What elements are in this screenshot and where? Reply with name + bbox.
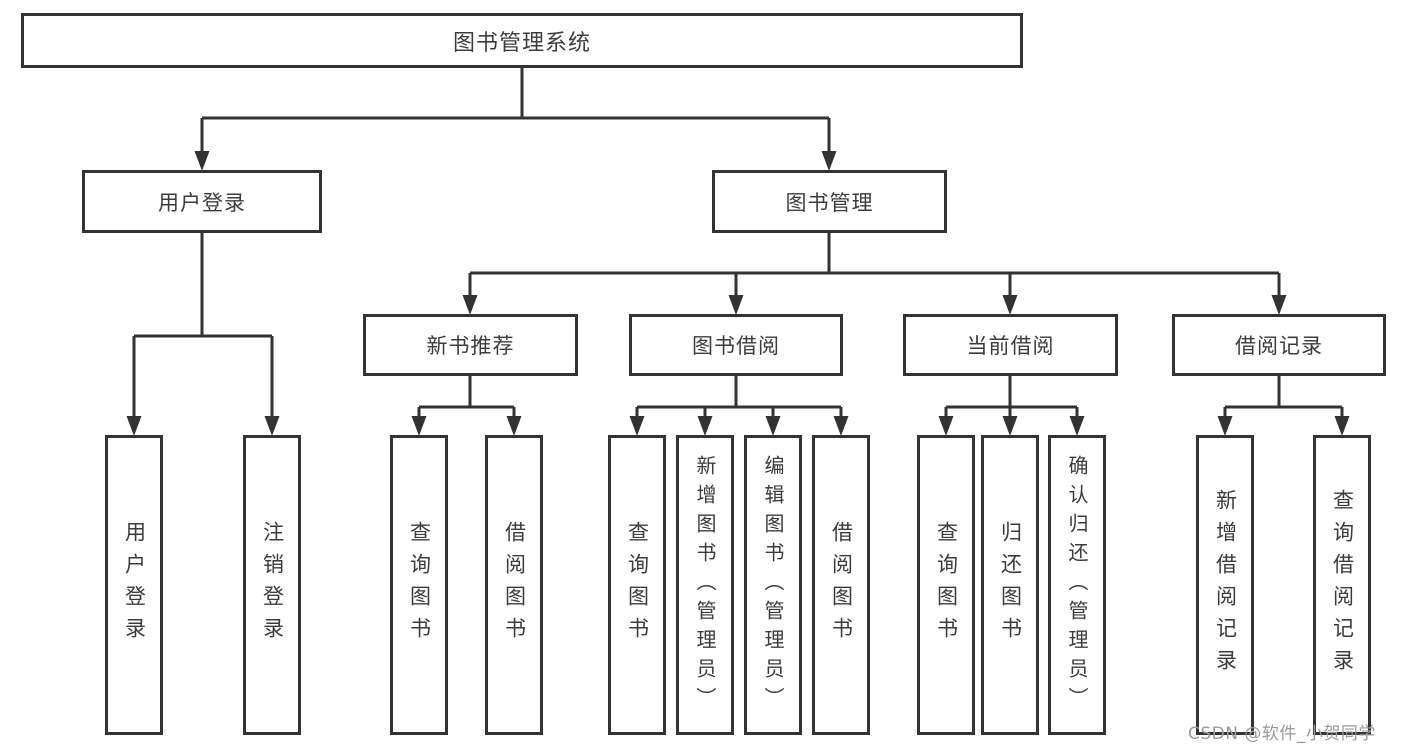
leaf-edit-books-admin: 编辑图书（管理员） <box>744 435 802 735</box>
node-current-borrowing: 当前借阅 <box>903 314 1118 376</box>
node-label: 用户登录 <box>158 190 246 215</box>
node-user-login: 用户登录 <box>82 170 322 233</box>
leaf-return-books: 归还图书 <box>981 435 1039 735</box>
leaf-label: 确认归还（管理员） <box>1065 454 1089 716</box>
leaf-label: 编辑图书（管理员） <box>761 454 785 716</box>
leaf-label: 新增借阅记录 <box>1213 489 1238 681</box>
node-library-management-system: 图书管理系统 <box>21 13 1023 68</box>
leaf-label: 借阅图书 <box>829 521 854 649</box>
leaf-label: 查询借阅记录 <box>1330 489 1355 681</box>
leaf-query-books-recommend: 查询图书 <box>390 435 448 735</box>
node-book-borrowing: 图书借阅 <box>629 314 843 376</box>
leaf-logout: 注销登录 <box>243 435 301 735</box>
node-label: 新书推荐 <box>426 334 515 358</box>
node-label: 图书借阅 <box>692 334 780 358</box>
leaf-label: 注销登录 <box>260 521 285 649</box>
node-label: 图书管理系统 <box>452 30 591 56</box>
leaf-label: 查询图书 <box>625 521 650 649</box>
leaf-label: 借阅图书 <box>502 521 527 649</box>
leaf-query-books-current: 查询图书 <box>917 435 975 735</box>
leaf-confirm-return-admin: 确认归还（管理员） <box>1048 435 1106 735</box>
leaf-add-borrow-record: 新增借阅记录 <box>1196 435 1254 735</box>
node-label: 当前借阅 <box>966 334 1055 358</box>
leaf-borrow-books-recommend: 借阅图书 <box>485 435 543 735</box>
node-borrowing-records: 借阅记录 <box>1172 314 1386 376</box>
node-new-book-recommendation: 新书推荐 <box>363 314 578 376</box>
leaf-add-books-admin: 新增图书（管理员） <box>676 435 734 735</box>
leaf-borrow-books: 借阅图书 <box>812 435 870 735</box>
leaf-query-borrow-record: 查询借阅记录 <box>1313 435 1371 735</box>
node-label: 图书管理 <box>785 190 874 215</box>
leaf-label: 查询图书 <box>934 521 959 649</box>
watermark: CSDN @软件_小贺同学 <box>1188 724 1376 744</box>
leaf-query-books-borrow: 查询图书 <box>608 435 666 735</box>
leaf-label: 用户登录 <box>122 521 147 649</box>
node-label: 借阅记录 <box>1235 334 1323 358</box>
node-book-management: 图书管理 <box>712 170 947 233</box>
arrowheads <box>126 151 1350 436</box>
leaf-label: 新增图书（管理员） <box>693 454 717 716</box>
leaf-label: 查询图书 <box>407 521 432 649</box>
leaf-user-login: 用户登录 <box>105 435 163 735</box>
leaf-label: 归还图书 <box>998 521 1023 649</box>
